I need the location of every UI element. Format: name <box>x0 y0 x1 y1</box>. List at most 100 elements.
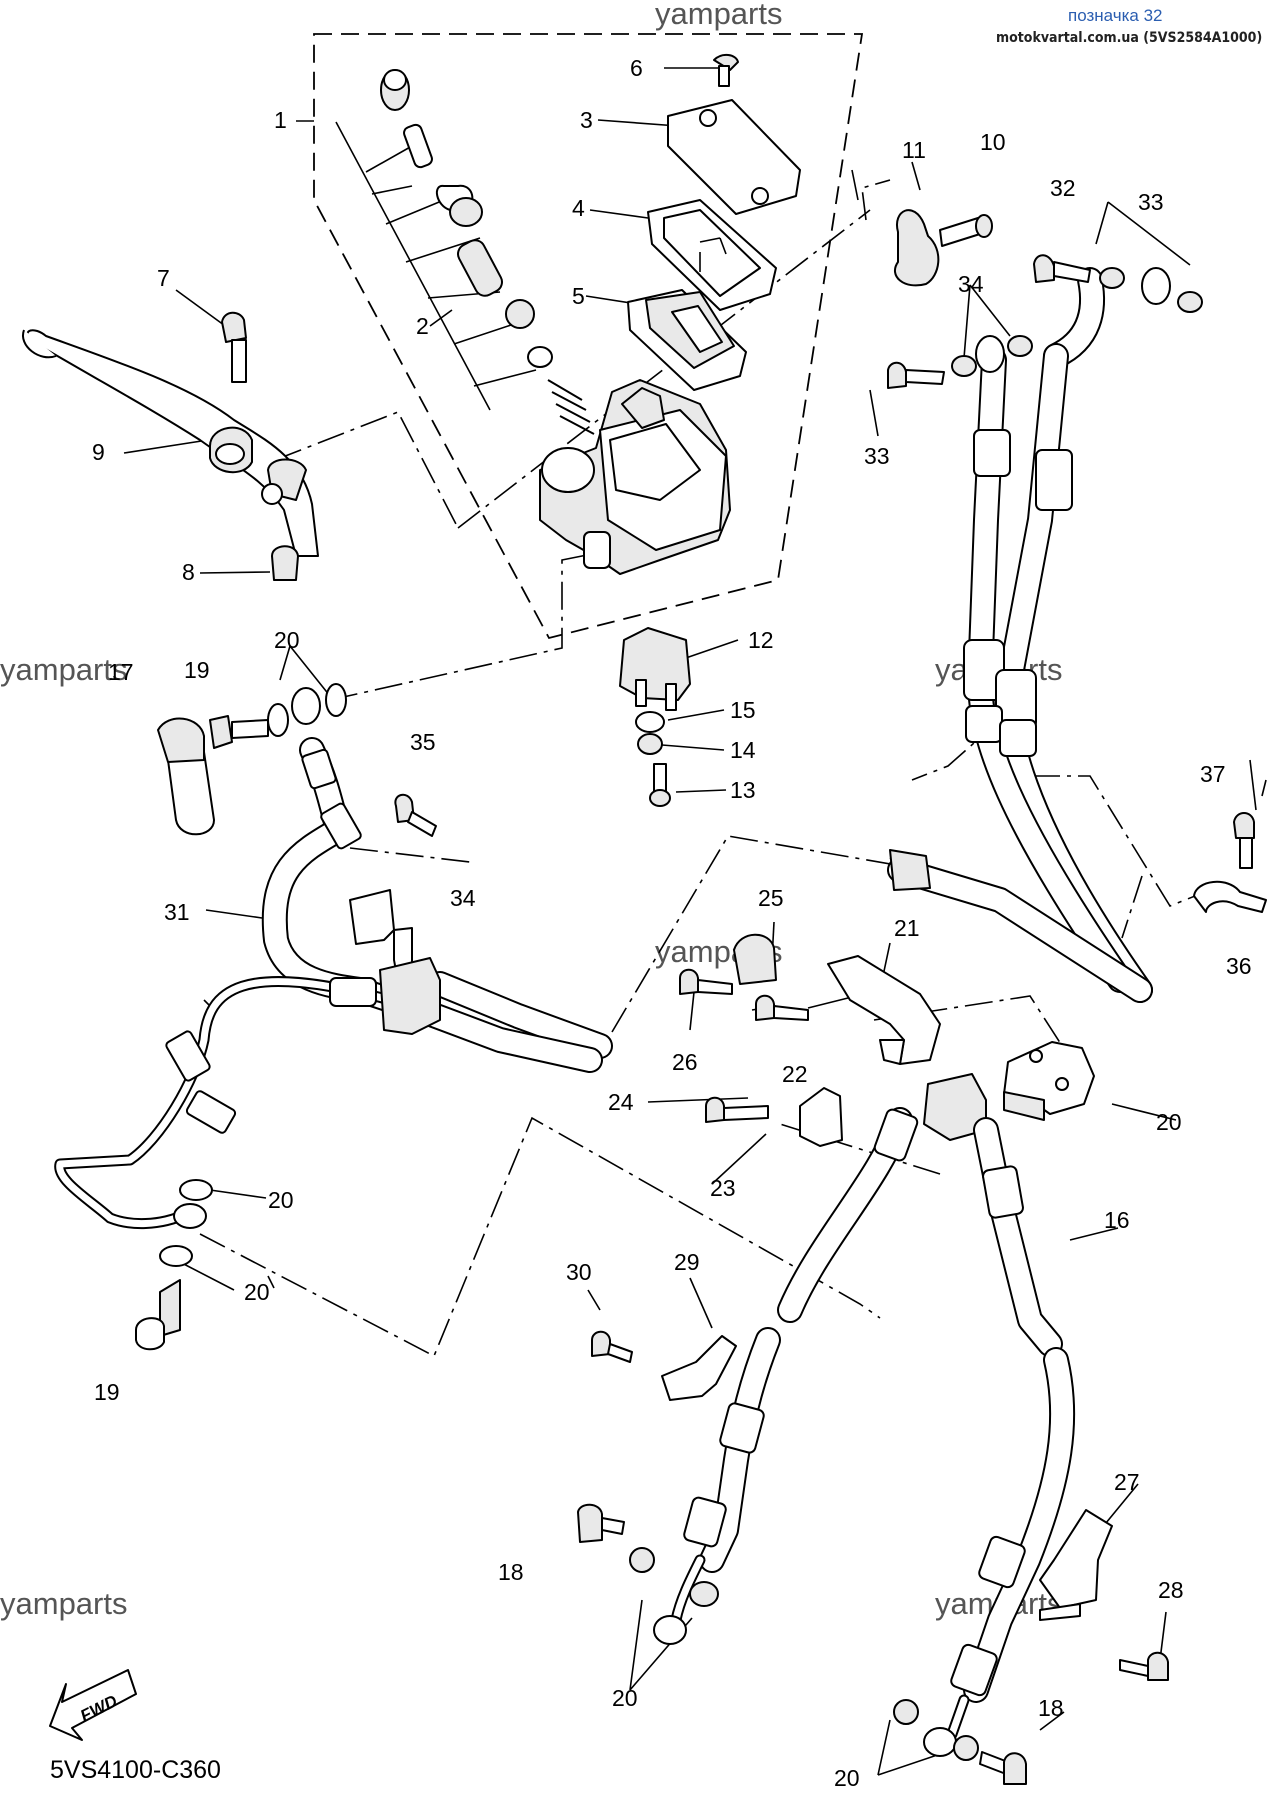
lower-hoses <box>653 1073 1076 1757</box>
callout-19a: 19 <box>184 657 210 683</box>
washer-34a <box>1099 267 1125 289</box>
upper-right-unions <box>887 254 1203 389</box>
clamp-30-31 <box>591 1330 737 1401</box>
callout-3: 3 <box>580 107 593 133</box>
bolt-23 <box>755 994 775 1021</box>
washer-34c <box>951 355 977 377</box>
bolt-25 <box>705 1096 725 1123</box>
washer-20g <box>893 1699 919 1725</box>
callout-13: 13 <box>730 777 756 803</box>
callout-4: 4 <box>572 195 585 221</box>
lower-left-union <box>135 1179 213 1351</box>
watermark-bottom-left: yamparts <box>0 1586 127 1621</box>
brake-hose-middle <box>887 849 1153 1003</box>
callout-19b: 19 <box>94 1379 120 1405</box>
master-cylinder-kit <box>335 69 595 435</box>
callout-labels: 1 2 3 4 5 6 7 8 9 10 11 12 13 14 15 16 1… <box>92 55 1252 1791</box>
callout-16: 16 <box>1104 1207 1130 1233</box>
callout-25: 24 <box>608 1089 634 1115</box>
stop-switch <box>619 627 691 701</box>
watermark-top: yamparts <box>655 0 782 31</box>
callout-34a: 33 <box>1138 189 1164 215</box>
callout-21: 20 <box>1156 1109 1182 1135</box>
watermark-left: yamparts <box>0 652 127 687</box>
brake-lever-assembly <box>22 311 319 581</box>
brake-hose-32 <box>261 737 403 1013</box>
washer-20a <box>267 703 289 737</box>
callout-33a: 32 <box>1050 175 1076 201</box>
washer-20c <box>179 1179 213 1201</box>
bolt-31 <box>591 1330 611 1357</box>
upper-union-parts <box>157 683 347 836</box>
header-source: motokvartal.com.ua (5VS2584A1000) <box>996 30 1262 46</box>
lower-brackets <box>705 1041 1095 1147</box>
spring <box>547 379 595 435</box>
leader-lines <box>123 67 1267 1776</box>
front-stop-switch <box>619 627 691 807</box>
callout-7: 7 <box>157 265 170 291</box>
center-brackets <box>679 933 941 1065</box>
callout-33b: 33 <box>864 443 890 469</box>
piston <box>457 239 503 297</box>
callout-1: 1 <box>274 107 287 133</box>
washer-20e <box>629 1547 655 1573</box>
holder-bolt <box>939 217 981 247</box>
header-title: позначка 32 <box>1068 6 1163 25</box>
bracket-22 <box>827 955 941 1065</box>
union-bolt-18a <box>577 1503 603 1543</box>
washer-20b <box>325 683 347 717</box>
callout-32: 31 <box>164 899 190 925</box>
callout-23: 22 <box>782 1061 808 1087</box>
callout-10: 10 <box>980 129 1006 155</box>
callout-8: 8 <box>182 559 195 585</box>
callout-6: 6 <box>630 55 643 81</box>
callout-27: 26 <box>672 1049 698 1075</box>
callout-28: 27 <box>1114 1469 1140 1495</box>
kit-boundary <box>313 33 864 640</box>
holder <box>894 209 940 287</box>
callout-34b: 34 <box>958 271 984 297</box>
three-way-joint <box>379 957 441 1035</box>
diagram-code: 5VS4100-C360 <box>50 1756 221 1784</box>
brake-hose-upper-right <box>963 267 1171 1003</box>
washer-20d <box>159 1245 193 1267</box>
union-bolt-18b <box>1003 1752 1027 1785</box>
washer-15 <box>635 711 665 733</box>
callout-24: 23 <box>710 1175 736 1201</box>
callout-20e: 20 <box>834 1765 860 1791</box>
fwd-arrow-icon: FWD <box>49 1669 137 1741</box>
master-cylinder-body <box>539 379 731 575</box>
washer-34d <box>1007 335 1033 357</box>
bolt-38 <box>1233 812 1255 839</box>
callout-36: 35 <box>410 729 436 755</box>
bracket-35 <box>349 889 395 945</box>
callout-17: 17 <box>108 659 134 685</box>
lower-unions <box>577 1503 1027 1785</box>
callout-38: 37 <box>1200 761 1226 787</box>
callout-20a: 20 <box>274 627 300 653</box>
clamp-28-29 <box>1039 1509 1169 1681</box>
callout-11: 11 <box>902 137 926 163</box>
union-bolt-19 <box>209 715 233 749</box>
callout-22: 21 <box>894 915 920 941</box>
washer-34b <box>1177 291 1203 313</box>
callout-31: 30 <box>566 1259 592 1285</box>
callout-29: 28 <box>1158 1577 1184 1603</box>
lever-nut <box>271 545 299 581</box>
union-bolt-33a <box>1033 254 1055 283</box>
brake-joint <box>54 957 613 1230</box>
washer-20f <box>689 1581 719 1607</box>
clamp-26 <box>733 933 777 985</box>
callout-20d: 20 <box>612 1685 638 1711</box>
reservoir-cover-parts <box>627 54 801 391</box>
callout-5: 5 <box>572 283 585 309</box>
brake-lever <box>26 329 319 557</box>
push-rod <box>403 123 433 169</box>
clamp-37-38 <box>1193 812 1267 913</box>
union-bolt-33b <box>887 361 907 389</box>
callout-15: 15 <box>730 697 756 723</box>
callout-12: 12 <box>748 627 774 653</box>
callout-30: 29 <box>674 1249 700 1275</box>
callout-18a: 18 <box>498 1559 524 1585</box>
